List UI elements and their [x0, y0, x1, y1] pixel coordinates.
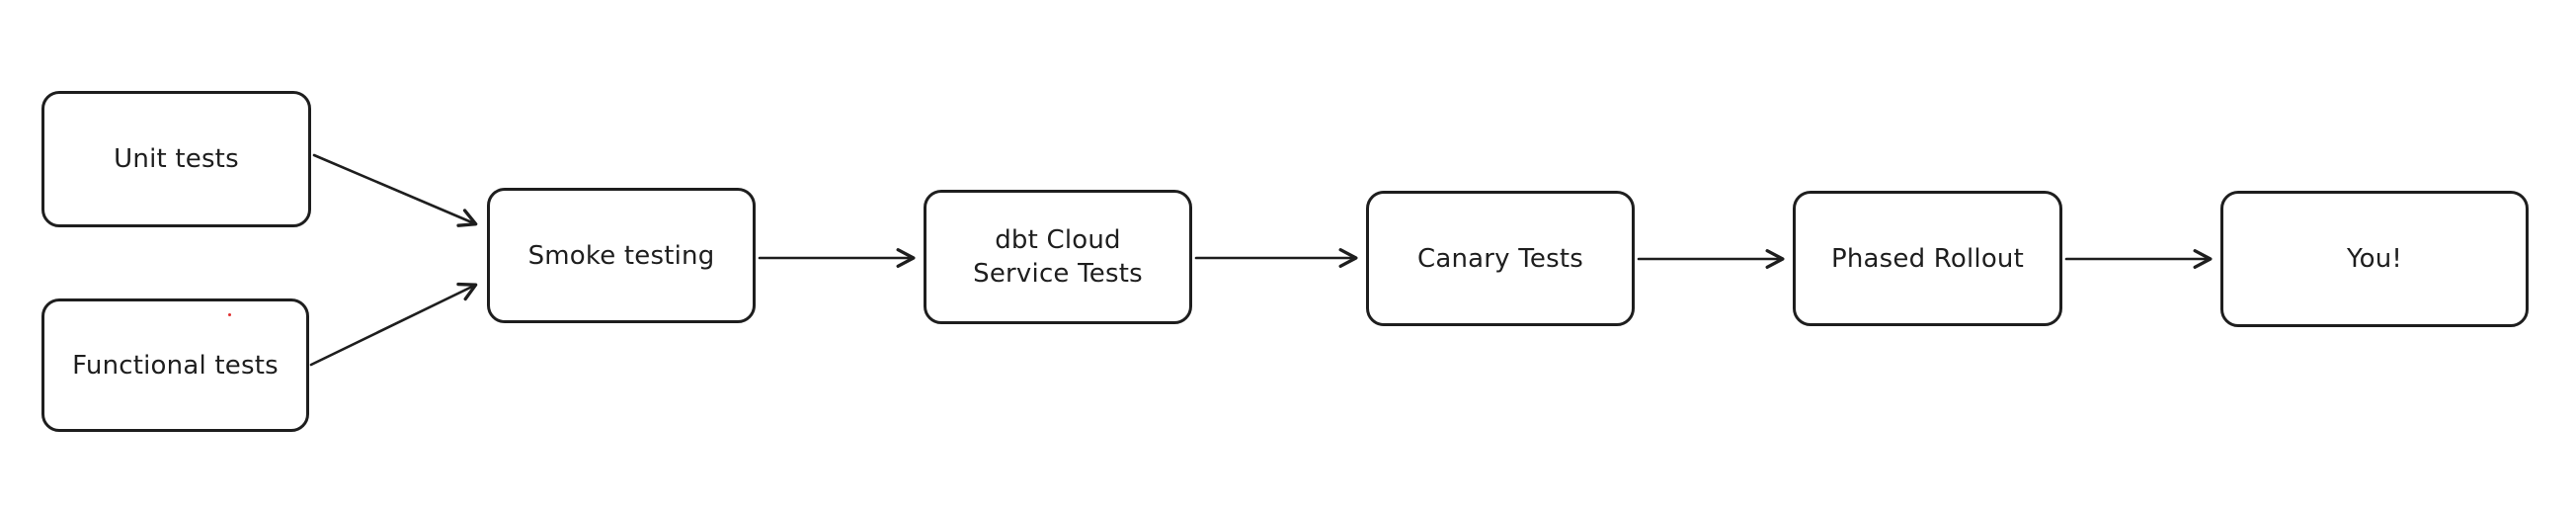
arrow-unit-tests-to-smoke-testing	[312, 153, 478, 227]
arrow-functional-tests-to-smoke-testing	[309, 282, 478, 367]
node-phased-rollout-label: Phased Rollout	[1830, 243, 2025, 274]
node-unit-tests-label: Unit tests	[114, 144, 239, 174]
node-smoke-testing-label: Smoke testing	[527, 240, 715, 271]
stray-red-dot	[228, 313, 231, 316]
node-functional-tests: Functional tests	[41, 298, 309, 432]
node-canary-tests-label: Canary Tests	[1417, 243, 1583, 274]
node-dbt-cloud-service-tests-label-line1: dbt Cloud	[995, 225, 1121, 255]
node-functional-tests-label: Functional tests	[72, 350, 279, 381]
node-you: You!	[2220, 191, 2529, 327]
node-you-label: You!	[2346, 244, 2403, 274]
node-dbt-cloud-service-tests-label-line2: Service Tests	[973, 259, 1143, 289]
node-smoke-testing: Smoke testing	[487, 188, 756, 323]
node-canary-tests: Canary Tests	[1366, 191, 1635, 326]
node-phased-rollout: Phased Rollout	[1793, 191, 2062, 326]
node-unit-tests: Unit tests	[41, 91, 311, 227]
node-dbt-cloud-service-tests: dbt Cloud Service Tests	[924, 190, 1192, 324]
